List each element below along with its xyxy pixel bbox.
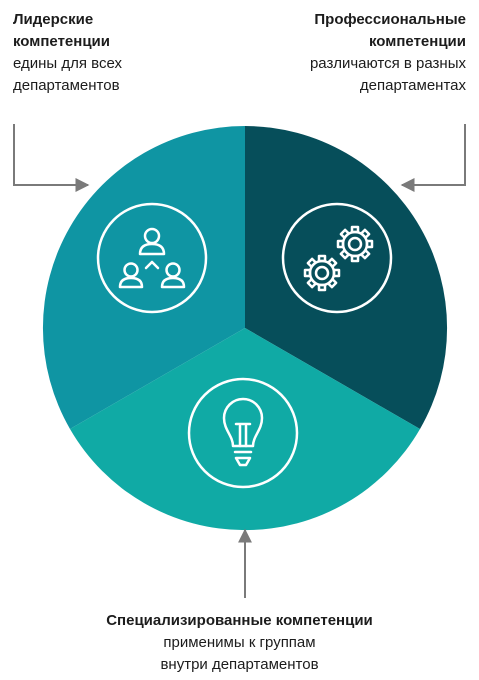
- professional-title-line1: Профессиональные: [314, 11, 466, 28]
- specialized-desc-line1: применимы к группам: [163, 634, 316, 651]
- arrow-professional: [400, 124, 466, 192]
- professional-desc-line1: различаются в разных: [309, 55, 466, 72]
- professional-label: Профессиональные компетенции различаются…: [246, 9, 466, 97]
- leadership-title-line1: Лидерские: [13, 11, 94, 28]
- specialized-label: Специализированные компетенции применимы…: [0, 610, 479, 676]
- sector-leadership: [42, 125, 246, 429]
- sector-professional: [245, 125, 448, 429]
- leadership-label: Лидерские компетенции едины для всех деп…: [13, 9, 213, 97]
- leadership-desc-line1: едины для всех: [13, 55, 122, 72]
- professional-desc-line2: департаментах: [359, 77, 466, 94]
- specialized-title: Специализированные компетенции: [106, 612, 373, 629]
- gears-icon: [281, 202, 393, 314]
- people-hierarchy-icon: [96, 202, 208, 314]
- arrow-leadership: [13, 124, 90, 192]
- lightbulb-icon: [187, 377, 299, 489]
- leadership-desc-line2: департаментов: [13, 77, 120, 94]
- specialized-desc-line2: внутри департаментов: [160, 656, 319, 673]
- professional-title-line2: компетенции: [369, 33, 466, 50]
- leadership-title-line2: компетенции: [13, 33, 110, 50]
